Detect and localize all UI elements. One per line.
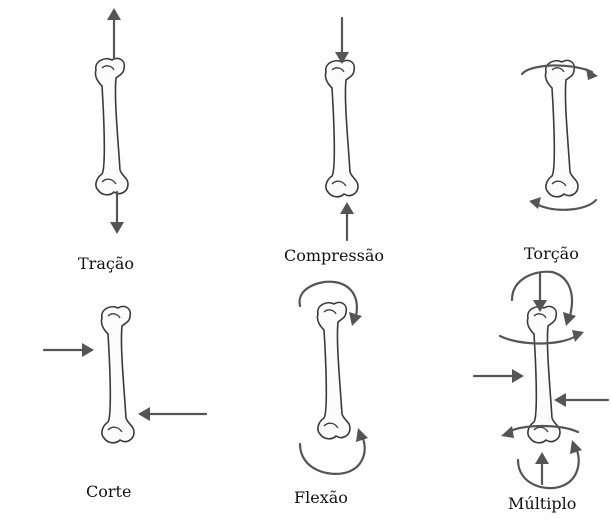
panel-corte bbox=[44, 306, 206, 442]
multi-arrow-down bbox=[533, 274, 547, 312]
multi-arrow-up bbox=[535, 452, 549, 484]
torsion-arrow-bottom bbox=[529, 197, 596, 210]
multi-arrow-rotate-bottom bbox=[518, 440, 582, 488]
tension-arrow-up bbox=[107, 8, 121, 58]
panel-tracao bbox=[95, 8, 128, 234]
panel-torcao bbox=[522, 60, 598, 209]
femur-icon bbox=[95, 58, 128, 194]
label-compressao: Compressão bbox=[284, 246, 384, 265]
label-tracao: Tração bbox=[78, 254, 134, 273]
femur-icon bbox=[325, 60, 358, 196]
shear-arrow-left bbox=[44, 343, 94, 357]
compression-arrow-down bbox=[335, 18, 349, 64]
tension-arrow-down bbox=[110, 192, 124, 234]
multi-arrow-left bbox=[474, 369, 524, 383]
femur-icon bbox=[317, 302, 350, 438]
compression-arrow-up bbox=[340, 202, 354, 240]
panel-flexao bbox=[300, 282, 368, 474]
label-torcao: Torção bbox=[524, 244, 579, 263]
label-multiplo: Múltiplo bbox=[508, 494, 576, 513]
panel-multiplo bbox=[474, 272, 608, 488]
femur-icon bbox=[101, 306, 134, 442]
panel-compressao bbox=[325, 18, 358, 240]
label-corte: Corte bbox=[86, 482, 131, 501]
label-flexao: Flexão bbox=[294, 488, 348, 507]
femur-icon bbox=[545, 60, 578, 196]
shear-arrow-right bbox=[138, 407, 206, 421]
multi-arrow-right bbox=[554, 393, 608, 407]
femur-icon bbox=[527, 306, 560, 442]
